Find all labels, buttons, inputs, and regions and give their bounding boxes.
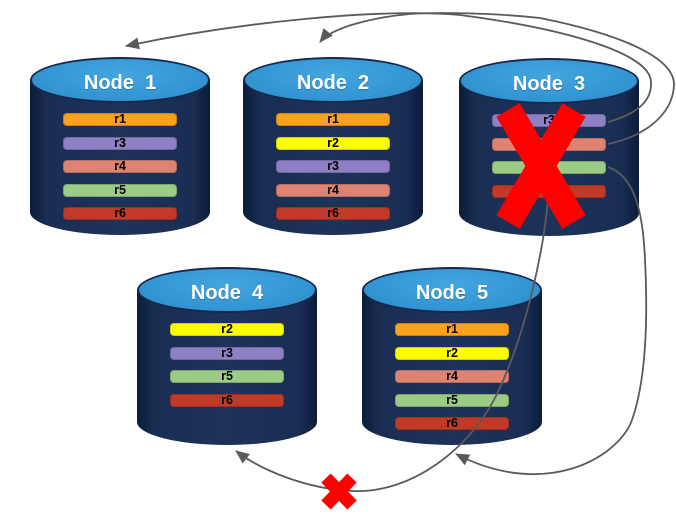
node-3-replica-r6: r6	[492, 184, 606, 198]
node-4-top: Node 4	[137, 267, 317, 313]
node-1-replica-list: r1 r3 r4 r5 r6	[63, 113, 177, 231]
node-5-cylinder: r1 r2 r4 r5 r6 Node 5	[362, 267, 542, 445]
node-1-replica-r5: r5	[63, 183, 177, 197]
node-2-top: Node 2	[243, 57, 423, 103]
node-3-top: Node 3	[459, 58, 639, 104]
node-2-replica-r2: r2	[276, 136, 390, 150]
node-1-replica-r6: r6	[63, 207, 177, 220]
node-4-cylinder: r2 r3 r5 r6 Node 4	[137, 267, 317, 445]
node-3-replica-r4: r4	[492, 137, 606, 151]
node-5-label: Node 5	[415, 281, 489, 304]
node-2-label: Node 2	[296, 71, 370, 94]
node-1-label: Node 1	[83, 71, 157, 94]
node-2-replica-r4: r4	[276, 183, 390, 197]
node-3-replica-list: r3 r4 r5 r6	[492, 114, 606, 208]
node-2-cylinder: r1 r2 r3 r4 r6 Node 2	[243, 57, 423, 235]
node-1-cylinder: r1 r3 r4 r5 r6 Node 1	[30, 57, 210, 235]
node-2-replica-list: r1 r2 r3 r4 r6	[276, 113, 390, 231]
node-5-replica-r1: r1	[395, 323, 509, 336]
node-1-top: Node 1	[30, 57, 210, 103]
node-4-replica-r6: r6	[170, 393, 284, 407]
node-1-replica-r1: r1	[63, 113, 177, 126]
node-5-replica-r2: r2	[395, 346, 509, 360]
node-4-replica-r5: r5	[170, 370, 284, 383]
node-4-replica-r3: r3	[170, 346, 284, 360]
node-5-replica-list: r1 r2 r4 r5 r6	[395, 323, 509, 441]
node-4-label: Node 4	[190, 281, 264, 304]
node-2-replica-r3: r3	[276, 160, 390, 173]
node-2-replica-r1: r1	[276, 113, 390, 126]
node-3-replica-r5: r5	[492, 161, 606, 174]
node-5-replica-r5: r5	[395, 393, 509, 407]
node-2-replica-r6: r6	[276, 207, 390, 220]
node-5-replica-r4: r4	[395, 370, 509, 383]
node-1-replica-r4: r4	[63, 160, 177, 173]
node-1-replica-r3: r3	[63, 136, 177, 150]
node-5-replica-r6: r6	[395, 417, 509, 430]
node-4-replica-list: r2 r3 r5 r6	[170, 323, 284, 417]
node-4-replica-r2: r2	[170, 323, 284, 336]
node-3-label: Node 3	[512, 72, 586, 95]
node-3-cylinder: r3 r4 r5 r6 Node 3	[459, 58, 639, 236]
node-3-replica-r3: r3	[492, 114, 606, 127]
node-5-top: Node 5	[362, 267, 542, 313]
